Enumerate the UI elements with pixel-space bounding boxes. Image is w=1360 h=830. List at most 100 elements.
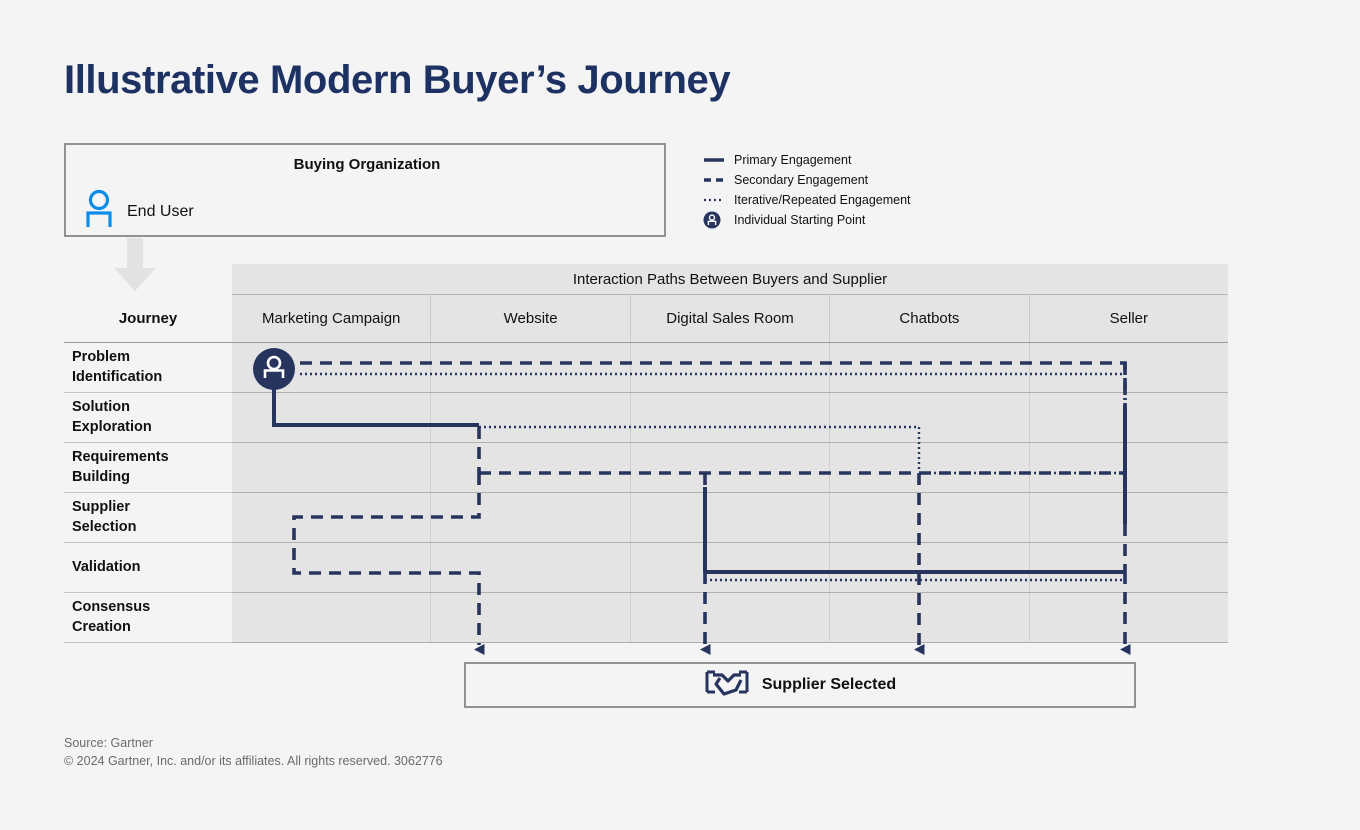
solid-line-icon <box>703 150 729 170</box>
row-label-solution-exploration: Solution Exploration <box>72 393 232 443</box>
legend-label: Secondary Engagement <box>734 173 869 187</box>
cell <box>1028 393 1228 442</box>
row-divider <box>64 592 232 593</box>
cell <box>430 593 629 642</box>
footer: Source: Gartner © 2024 Gartner, Inc. and… <box>64 735 443 770</box>
row-label-line2: Identification <box>72 369 163 385</box>
start-point-icon <box>703 210 729 230</box>
table-row: Supplier Selection <box>64 493 1228 543</box>
cell <box>829 393 1028 442</box>
legend-label: Iterative/Repeated Engagement <box>734 193 911 207</box>
table-row: Problem Identification <box>64 343 1228 393</box>
cell <box>1028 593 1228 642</box>
table-row: Requirements Building <box>64 443 1228 493</box>
row-label-line1: Solution <box>72 399 130 416</box>
row-cells <box>232 393 1228 443</box>
row-label-line1: Problem <box>72 349 131 366</box>
cell <box>829 593 1028 642</box>
interaction-paths-header: Interaction Paths Between Buyers and Sup… <box>232 264 1228 294</box>
person-icon <box>82 189 116 234</box>
legend-label: Individual Starting Point <box>734 213 866 227</box>
row-label-supplier-selection: Supplier Selection <box>72 493 232 543</box>
row-label-line1: Requirements <box>72 449 169 466</box>
cell <box>232 443 430 492</box>
legend-item-primary: Primary Engagement <box>703 150 911 170</box>
cell <box>829 443 1028 492</box>
supplier-selected-label: Supplier Selected <box>761 676 897 693</box>
journey-column-header: Journey <box>64 294 232 343</box>
row-label-line1: Supplier <box>72 499 131 516</box>
row-cells <box>232 593 1228 643</box>
cell <box>232 593 430 642</box>
row-label-consensus-creation: Consensus Creation <box>72 593 232 643</box>
arrow-down-icon <box>110 238 160 297</box>
cell <box>629 443 829 492</box>
cell <box>430 493 629 542</box>
matrix-rows: Problem Identification Solution Explorat… <box>64 343 1228 643</box>
row-label-line2: Selection <box>72 519 137 535</box>
column-header-chatbots: Chatbots <box>829 295 1028 342</box>
footer-copyright: © 2024 Gartner, Inc. and/or its affiliat… <box>64 753 443 768</box>
footer-source: Source: Gartner <box>64 736 153 750</box>
row-cells <box>232 343 1228 393</box>
cell <box>829 343 1028 392</box>
row-divider <box>64 542 232 543</box>
end-user-row: End User <box>82 189 194 234</box>
dashed-line-icon <box>703 170 729 190</box>
end-user-label: End User <box>127 202 194 220</box>
cell <box>1028 343 1228 392</box>
legend: Primary Engagement Secondary Engagement … <box>703 150 911 230</box>
row-divider <box>64 392 232 393</box>
cell <box>829 543 1028 592</box>
cell <box>232 493 430 542</box>
cell <box>430 393 629 442</box>
row-label-line2: Creation <box>72 619 131 635</box>
column-header-seller: Seller <box>1028 295 1228 342</box>
row-label-problem-identification: Problem Identification <box>72 343 232 393</box>
row-divider <box>64 642 232 643</box>
row-label-line1: Validation <box>72 559 141 576</box>
journey-matrix: Interaction Paths Between Buyers and Sup… <box>64 264 1228 644</box>
column-header-marketing-campaign: Marketing Campaign <box>262 310 401 327</box>
column-header-row: Marketing Campaign Website Digital Sales… <box>232 294 1228 343</box>
table-row: Solution Exploration <box>64 393 1228 443</box>
row-label-line2: Exploration <box>72 419 152 435</box>
cell <box>629 493 829 542</box>
cell <box>629 543 829 592</box>
row-label-line2: Building <box>72 469 130 485</box>
dotted-line-icon <box>703 190 729 210</box>
row-cells <box>232 443 1228 493</box>
buying-organization-title: Buying Organization <box>293 156 441 173</box>
cell <box>829 493 1028 542</box>
cell <box>1028 443 1228 492</box>
table-row: Validation <box>64 543 1228 593</box>
cell <box>629 593 829 642</box>
legend-item-secondary: Secondary Engagement <box>703 170 911 190</box>
row-label-line1: Consensus <box>72 599 151 616</box>
row-cells <box>232 493 1228 543</box>
cell <box>232 543 430 592</box>
handshake-icon <box>704 666 750 705</box>
row-label-requirements-building: Requirements Building <box>72 443 232 493</box>
row-divider <box>64 492 232 493</box>
legend-item-iterative: Iterative/Repeated Engagement <box>703 190 911 210</box>
cell <box>430 343 629 392</box>
cell <box>1028 543 1228 592</box>
cell <box>629 343 829 392</box>
table-row: Consensus Creation <box>64 593 1228 643</box>
cell <box>1028 493 1228 542</box>
page-title: Illustrative Modern Buyer’s Journey <box>64 58 731 102</box>
cell <box>232 393 430 442</box>
cell <box>629 393 829 442</box>
buying-organization-box: Buying Organization End User <box>64 143 666 237</box>
cell <box>232 343 430 392</box>
column-header-digital-sales-room: Digital Sales Room <box>629 295 829 342</box>
row-divider <box>64 442 232 443</box>
legend-label: Primary Engagement <box>734 153 852 167</box>
supplier-selected-box: Supplier Selected <box>464 662 1136 708</box>
row-cells <box>232 543 1228 593</box>
legend-item-starting-point: Individual Starting Point <box>703 210 911 230</box>
cell <box>430 543 629 592</box>
row-label-validation: Validation <box>72 543 232 593</box>
